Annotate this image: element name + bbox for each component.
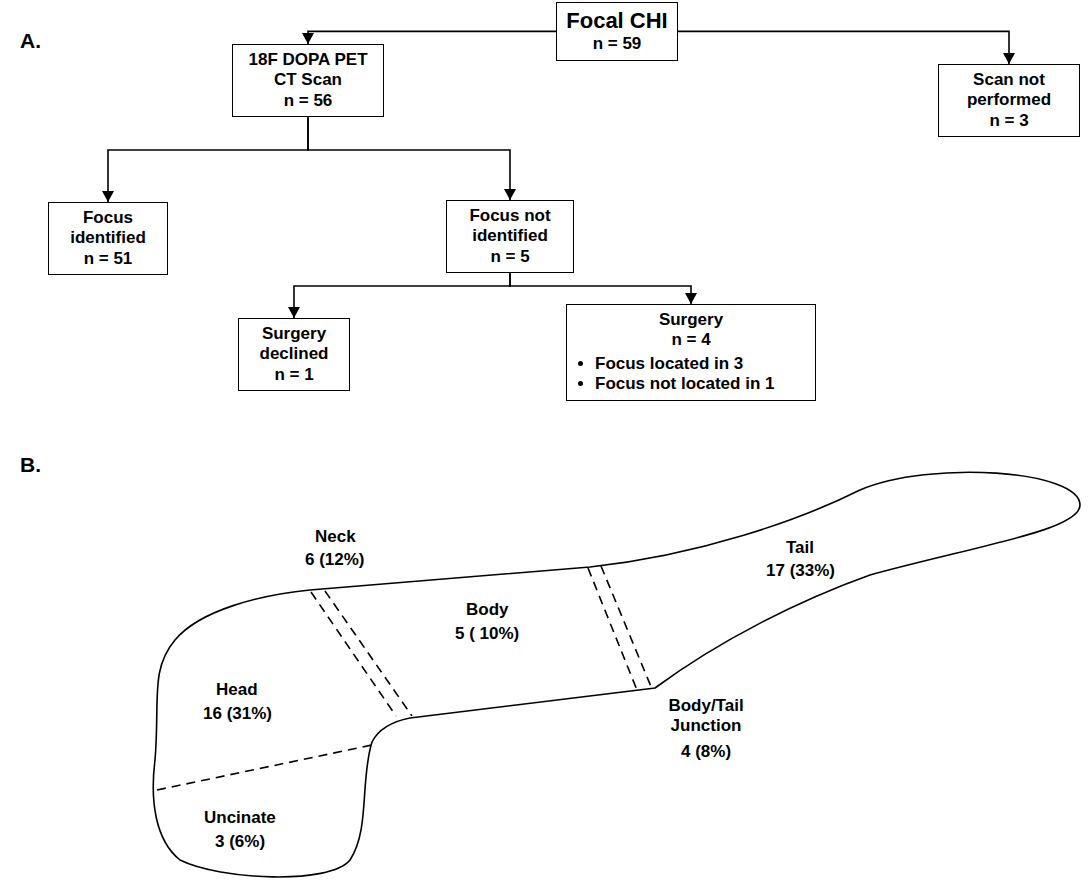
box-title: 18F DOPA PET CT Scan	[241, 50, 375, 91]
box-count: n = 56	[241, 91, 375, 111]
region-name: Uncinate	[204, 808, 276, 828]
region-divider	[311, 592, 396, 716]
box-title: Scan not performed	[947, 70, 1071, 111]
box-count: n = 3	[947, 111, 1071, 131]
box-count: n = 4	[575, 330, 807, 350]
region-count: 17 (33%)	[766, 561, 835, 581]
region-divider	[588, 568, 637, 690]
process-box: Surgery declinedn = 1	[238, 318, 350, 391]
region-divider	[325, 591, 412, 716]
panel-letter: A.	[20, 28, 41, 53]
region-count: 3 (6%)	[215, 832, 265, 852]
flow-arrow	[678, 31, 1009, 64]
process-box: Focal CHIn = 59	[556, 2, 678, 61]
box-title: Focus identified	[57, 208, 159, 249]
process-box: Focus identifiedn = 51	[48, 202, 168, 275]
flow-arrow	[510, 273, 691, 304]
box-title: Surgery	[575, 310, 807, 330]
process-box: Surgeryn = 4 Focus located in 3Focus not …	[566, 304, 816, 401]
region-count: 6 (12%)	[305, 550, 365, 570]
flow-arrow	[108, 117, 308, 202]
region-name: Tail	[786, 538, 814, 558]
panel-letter: B.	[20, 452, 41, 477]
region-count: 5 ( 10%)	[455, 624, 519, 644]
process-box: 18F DOPA PET CT Scann = 56	[232, 44, 384, 117]
process-box: Scan not performedn = 3	[938, 64, 1080, 137]
box-title: Focus not identified	[455, 206, 565, 247]
region-name: Neck	[315, 527, 356, 547]
box-count: n = 1	[247, 365, 341, 385]
region-count: 4 (8%)	[681, 742, 731, 762]
box-title: Surgery declined	[247, 324, 341, 365]
process-box: Focus not identifiedn = 5	[446, 200, 574, 273]
region-name: Head	[216, 680, 258, 700]
flow-arrow	[308, 117, 510, 200]
box-title: Focal CHI	[565, 8, 669, 34]
flow-arrow	[294, 273, 510, 318]
box-count: n = 59	[565, 34, 669, 54]
box-count: n = 51	[57, 249, 159, 269]
box-count: n = 5	[455, 247, 565, 267]
flow-arrow	[308, 31, 556, 44]
bullet-text: Focus located in 3	[595, 354, 807, 374]
region-name: Body/Tail Junction	[651, 696, 761, 737]
pancreas-outline	[153, 472, 1080, 877]
bullet-text: Focus not located in 1	[595, 374, 807, 394]
region-divider	[157, 745, 372, 790]
region-name: Body	[466, 600, 509, 620]
region-divider	[601, 566, 652, 689]
bullet-list: Focus located in 3Focus not located in 1	[575, 354, 807, 395]
region-count: 16 (31%)	[203, 704, 272, 724]
